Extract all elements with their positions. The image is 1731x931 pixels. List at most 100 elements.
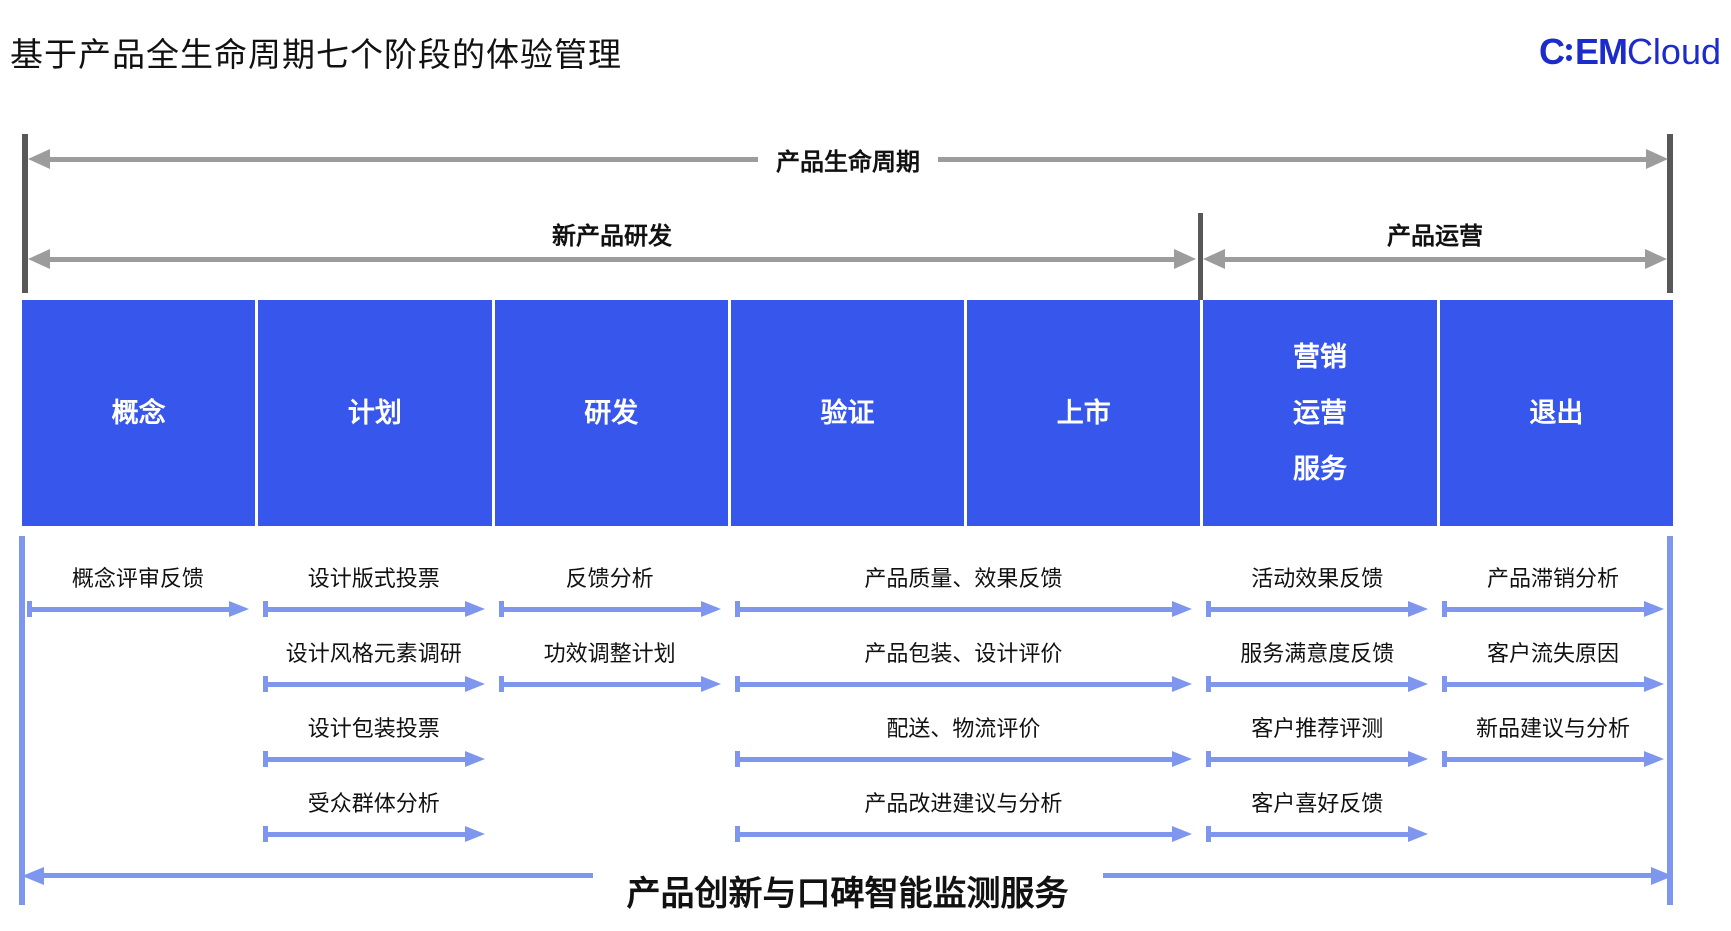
feedback-label: 新品建议与分析 (1476, 716, 1631, 741)
arrow-head-right-icon (1646, 149, 1668, 169)
arrow-shaft (739, 831, 1173, 837)
arrow-head-right-icon (1172, 751, 1193, 767)
arrow-start-tick (734, 676, 740, 692)
feedback-label: 客户喜好反馈 (1251, 791, 1384, 816)
stage-label: 服务 (1293, 453, 1348, 484)
arrow-head-right-icon (1408, 676, 1429, 692)
arrow-head-left-icon (28, 149, 50, 169)
arrow-head-right-icon (1408, 751, 1429, 767)
feedback-arrow (262, 826, 485, 842)
feedback-item: 新品建议与分析 (1442, 714, 1664, 767)
feedback-item: 产品包装、设计评价 (734, 639, 1193, 692)
arrow-head-right-icon (1643, 751, 1664, 767)
feedback-arrow (262, 751, 485, 767)
arrow-start-tick (27, 601, 32, 617)
arrow-shaft (1211, 756, 1409, 762)
feedback-item: 概念评审反馈 (27, 564, 249, 617)
logo-text-c: C (1538, 31, 1565, 72)
arrow-head-right-icon (1172, 826, 1193, 842)
feedback-item: 设计包装投票 (262, 714, 485, 767)
feedback-arrow (1206, 826, 1429, 842)
feedback-label: 配送、物流评价 (886, 716, 1041, 741)
arrow-shaft (1447, 756, 1644, 762)
stage-box-6: 营销运营服务 (1203, 300, 1437, 526)
arrow-shaft (1102, 873, 1651, 878)
feedback-item: 受众群体分析 (262, 789, 485, 842)
lifecycle-label: 产品生命周期 (776, 148, 920, 176)
arrow-head-right-icon (700, 676, 721, 692)
arrow-start-tick (1206, 751, 1212, 767)
monitoring-service-arrow: 产品创新与口碑智能监测服务 (22, 848, 1673, 913)
feedback-label: 概念评审反馈 (71, 566, 204, 591)
arrow-head-left-icon (1203, 249, 1225, 269)
stage-label: 计划 (347, 397, 402, 428)
logo-text-em: EM (1574, 31, 1628, 72)
feedback-item: 配送、物流评价 (734, 714, 1193, 767)
timeline-endbar-left (22, 134, 28, 293)
arrow-shaft (50, 256, 1174, 262)
arrow-shaft (1447, 681, 1644, 687)
arrow-head-right-icon (1645, 249, 1667, 269)
arrow-start-tick (1206, 676, 1212, 692)
stage-row: 概念 计划 研发 验证 上市 营销运营服务 退出 (22, 300, 1673, 526)
arrow-shaft (503, 681, 701, 687)
feedback-arrow (262, 601, 485, 617)
arrow-head-right-icon (464, 826, 485, 842)
feedback-sidebar-left (19, 536, 25, 905)
arrow-head-right-icon (464, 601, 485, 617)
arrow-start-tick (1442, 751, 1448, 767)
feedback-item: 产品滞销分析 (1442, 564, 1664, 617)
phase-arrow-operation (1203, 249, 1667, 269)
feedback-arrow (734, 601, 1193, 617)
phase-arrow-rnd (28, 249, 1196, 269)
stage-label: 退出 (1529, 397, 1584, 428)
feedback-label: 客户推荐评测 (1251, 716, 1384, 741)
arrow-shaft (267, 681, 465, 687)
arrow-head-right-icon (1408, 826, 1429, 842)
stage-label: 上市 (1056, 397, 1111, 428)
arrow-head-right-icon (700, 601, 721, 617)
stage-box-3: 研发 (494, 300, 728, 526)
feedback-item: 设计版式投票 (262, 564, 485, 617)
arrow-shaft (267, 831, 465, 837)
arrow-start-tick (734, 826, 740, 842)
feedback-label: 设计版式投票 (307, 566, 440, 591)
feedback-item: 设计风格元素调研 (262, 639, 485, 692)
feedback-arrow (498, 676, 721, 692)
feedback-arrow (27, 601, 249, 617)
phase-label-rnd: 新产品研发 (552, 223, 672, 250)
arrow-shaft (50, 156, 758, 162)
feedback-item: 客户流失原因 (1442, 639, 1664, 692)
arrow-shaft (267, 756, 465, 762)
feedback-label: 活动效果反馈 (1251, 566, 1384, 591)
feedback-label: 反馈分析 (565, 566, 654, 591)
stage-label: 概念 (111, 397, 166, 428)
arrow-start-tick (262, 601, 268, 617)
stage-label: 验证 (820, 397, 875, 428)
arrow-shaft (1447, 606, 1644, 612)
phase-divider-bar (1198, 213, 1203, 300)
feedback-arrow (1442, 751, 1664, 767)
arrow-shaft (739, 756, 1173, 762)
stage-box-7: 退出 (1439, 300, 1673, 526)
feedback-item: 客户推荐评测 (1206, 714, 1429, 767)
feedback-item: 服务满意度反馈 (1206, 639, 1429, 692)
stage-label: 研发 (584, 397, 639, 428)
arrow-shaft (938, 156, 1646, 162)
page-title: 基于产品全生命周期七个阶段的体验管理 (10, 36, 622, 73)
feedback-label: 产品质量、效果反馈 (864, 566, 1063, 591)
feedback-label: 受众群体分析 (307, 791, 440, 816)
feedback-item: 产品质量、效果反馈 (734, 564, 1193, 617)
feedback-arrow (1442, 601, 1664, 617)
feedback-arrow (734, 676, 1193, 692)
feedback-arrow (1206, 601, 1429, 617)
stage-label: 营销 (1293, 341, 1348, 372)
arrow-head-right-icon (1643, 601, 1664, 617)
arrow-head-right-icon (1172, 601, 1193, 617)
phase-label-operation: 产品运营 (1387, 223, 1483, 250)
arrow-start-tick (498, 676, 504, 692)
arrow-start-tick (1442, 676, 1448, 692)
arrow-start-tick (1206, 826, 1212, 842)
feedback-label: 功效调整计划 (543, 641, 676, 666)
